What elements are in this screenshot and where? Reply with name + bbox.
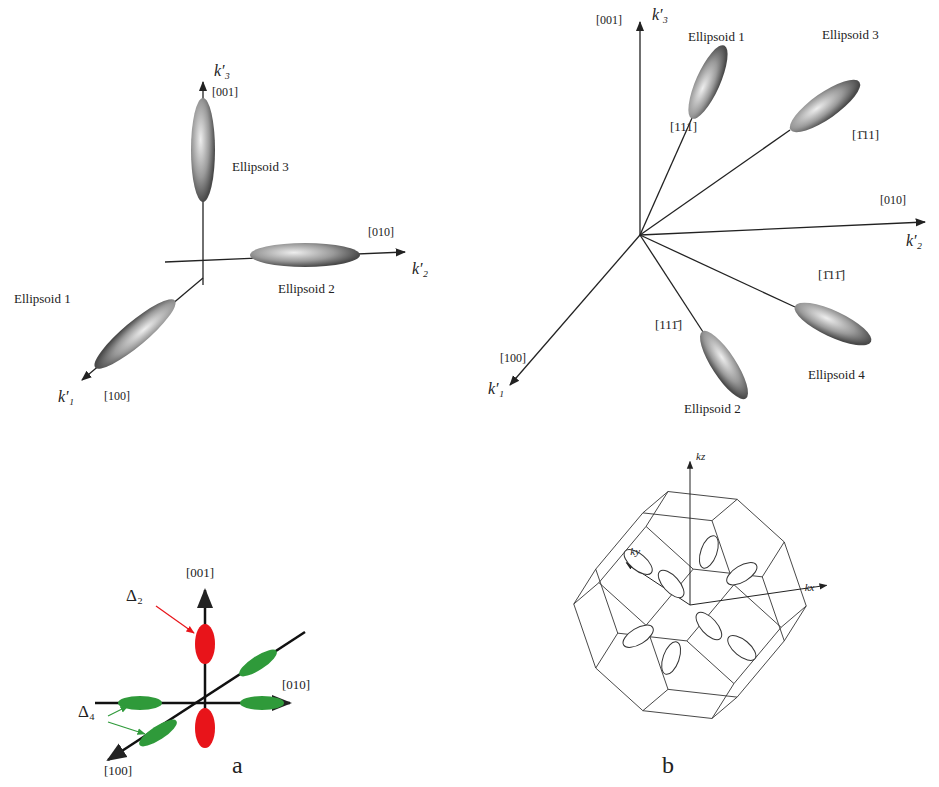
axis-label: ky — [630, 545, 640, 557]
zone-edge — [784, 606, 806, 641]
zone-edge — [599, 583, 646, 626]
axes-a-small — [95, 590, 305, 760]
panel-letter: a — [232, 752, 243, 778]
zone-edge — [712, 697, 737, 718]
zone-edge — [599, 526, 646, 582]
direction-label: [001] — [212, 86, 238, 99]
direction-label: [111̄] — [655, 318, 682, 332]
zone-edge — [687, 641, 734, 684]
delta2-valley — [195, 624, 215, 664]
zone-edge — [596, 569, 618, 633]
panel-letter: b — [662, 752, 674, 778]
zone-edge — [784, 542, 806, 606]
axis-label: kz — [696, 450, 705, 462]
direction-label: [001] — [186, 566, 214, 580]
zone-edge — [712, 499, 737, 520]
zone-edge — [596, 668, 643, 711]
direction-label: [010] — [880, 194, 906, 207]
delta4-valley — [240, 696, 284, 710]
valley-ellipsoid — [654, 566, 689, 602]
ellipsoid — [191, 98, 215, 202]
direction-label: [1̄11] — [852, 128, 879, 142]
axes-b — [510, 22, 925, 385]
zone-edge — [668, 689, 737, 697]
zone-edge — [646, 492, 668, 527]
ellipsoid — [789, 294, 876, 353]
zone-edge — [712, 684, 734, 719]
valley-ellipsoid — [620, 545, 656, 579]
zone-edge — [643, 513, 712, 521]
ellipsoid-label: Ellipsoid 3 — [232, 160, 289, 174]
ellipsoid-label: Ellipsoid 2 — [278, 282, 335, 296]
valley-ellipsoid — [723, 558, 760, 589]
ellipsoid-label: Ellipsoid 1 — [14, 292, 71, 306]
valley-ellipsoid — [692, 608, 727, 644]
zone-edge — [643, 711, 712, 719]
leader-line — [108, 706, 128, 716]
direction-label: [001] — [596, 14, 622, 27]
zone-edge — [646, 526, 693, 569]
brillouin-zone — [574, 462, 827, 719]
direction-label: [100] — [500, 352, 526, 365]
direction-label: [010] — [282, 678, 310, 692]
direction-label: [111] — [670, 120, 697, 134]
zone-edge — [762, 577, 784, 641]
axis-label: k′₁ — [58, 388, 74, 406]
axis-label: k′₂ — [906, 232, 922, 250]
zone-axis — [690, 462, 691, 605]
direction-label: [010] — [368, 226, 394, 239]
zone-edge — [668, 492, 737, 500]
leader-line — [156, 606, 194, 633]
leader-line — [108, 722, 145, 734]
direction-label: [1̄11̄] — [818, 268, 845, 282]
axes-a — [82, 82, 405, 380]
axis-label: k′₁ — [488, 380, 504, 398]
valley-ellipsoid — [658, 639, 684, 676]
band-label: Δ₂ — [126, 587, 143, 606]
ellipsoid-label: Ellipsoid 2 — [684, 402, 741, 416]
ellipsoid-label: Ellipsoid 3 — [822, 28, 879, 42]
axis-label: k′₃ — [214, 62, 230, 80]
zone-edge — [643, 492, 668, 513]
zone-edge — [574, 583, 599, 604]
direction-label: [100] — [104, 390, 130, 403]
zone-edge — [762, 542, 784, 577]
delta2-valley — [195, 708, 215, 748]
ellipsoid — [692, 325, 756, 405]
ellipsoid — [87, 291, 182, 376]
zone-edge — [734, 585, 781, 628]
zone-edge — [737, 499, 784, 542]
delta4-valley — [236, 645, 281, 681]
direction-label: [100] — [104, 764, 132, 778]
ellipsoid — [250, 243, 360, 267]
zone-edge — [781, 606, 806, 627]
zone-edge — [643, 689, 668, 710]
axis-label: k′₃ — [652, 6, 668, 24]
zone-edge — [574, 604, 596, 668]
valley-ellipsoid — [696, 533, 722, 570]
valley-ellipsoid — [724, 631, 760, 665]
ellipsoid-label: Ellipsoid 4 — [808, 368, 865, 382]
axis-label: kx — [805, 581, 815, 593]
axis-label: k′₂ — [412, 260, 428, 278]
zone-edge — [574, 569, 596, 604]
valley-ellipsoid — [619, 621, 656, 652]
ellipsoid-label: Ellipsoid 1 — [688, 30, 745, 44]
band-label: Δ₄ — [78, 703, 95, 722]
zone-edge — [596, 633, 618, 668]
ellipsoid — [681, 41, 735, 124]
